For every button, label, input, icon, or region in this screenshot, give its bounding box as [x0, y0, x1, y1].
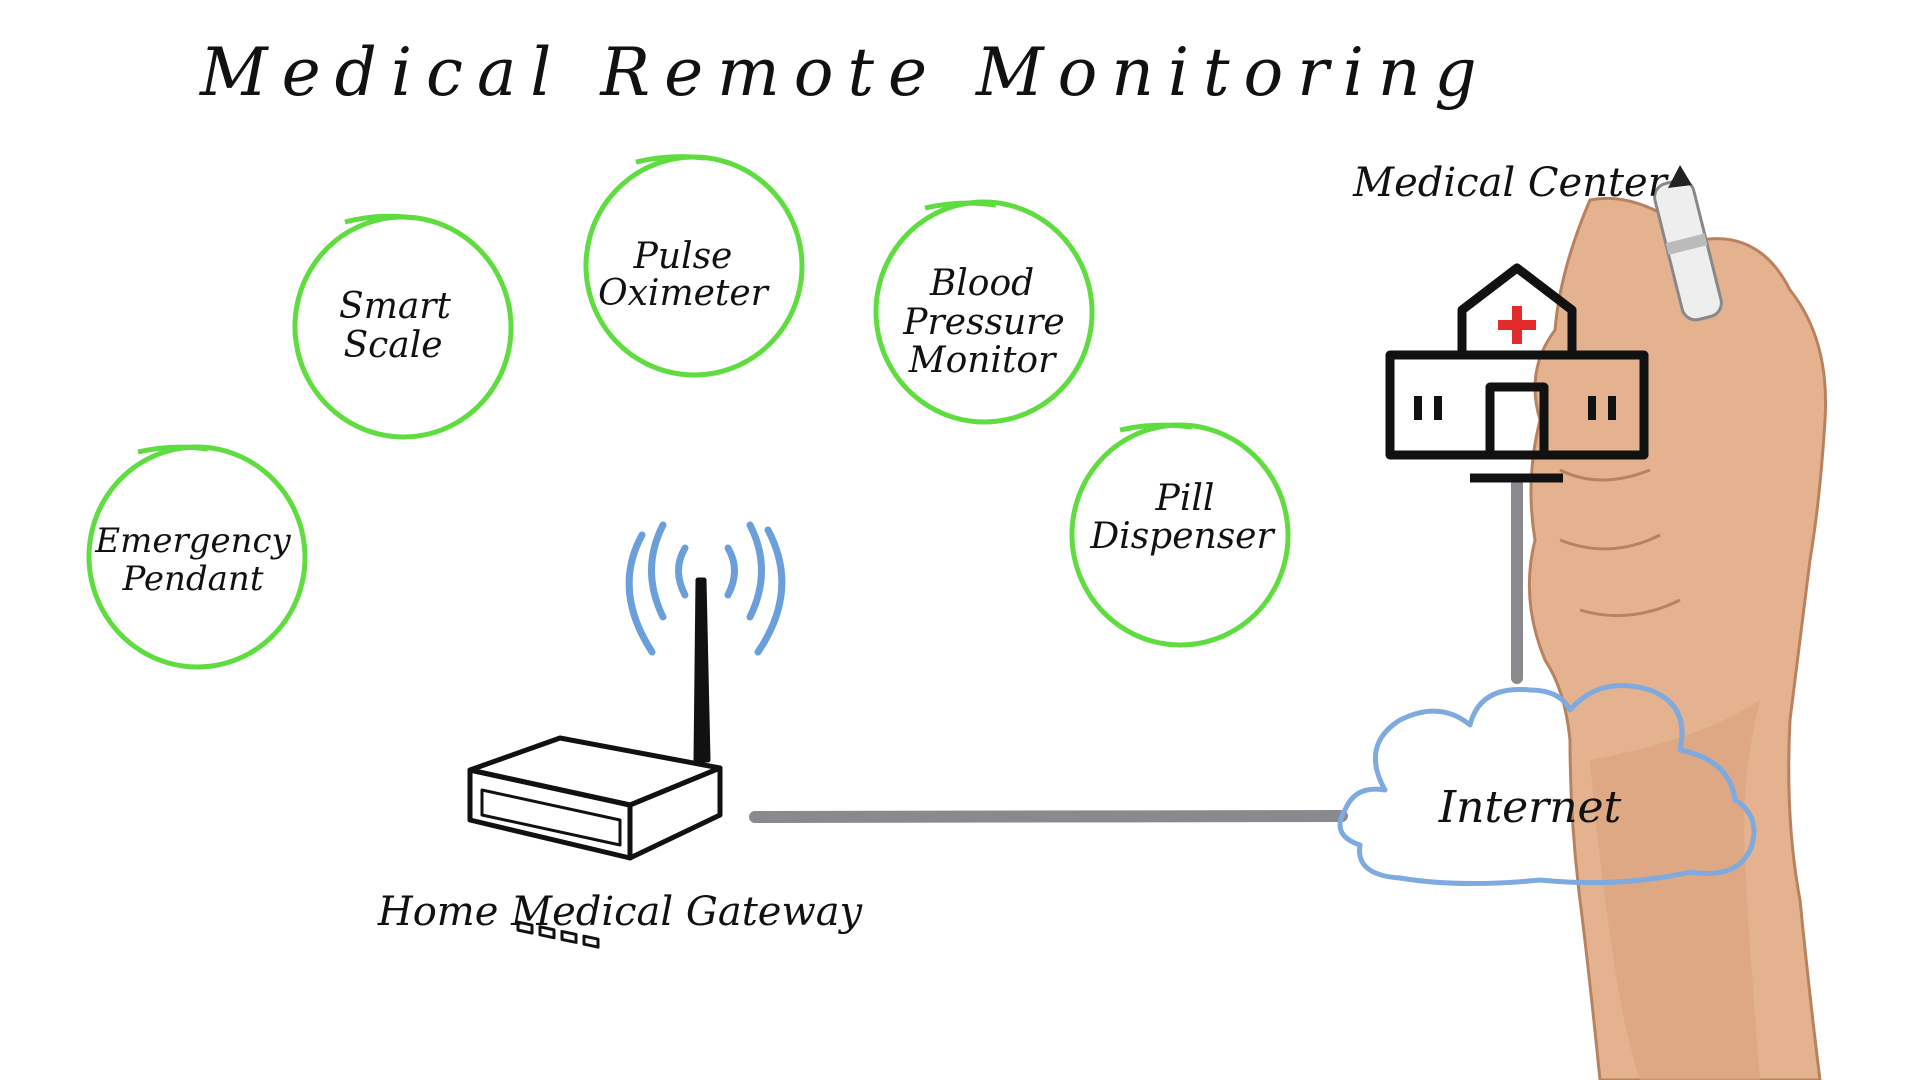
wifi-wave-left-mid: [648, 521, 667, 621]
router-port: [582, 934, 600, 949]
hospital-icon: [1385, 263, 1649, 483]
router-port: [560, 929, 578, 944]
wifi-wave-right-inner: [724, 544, 738, 599]
hand-shading: [1590, 700, 1760, 1080]
medical-center-label: Medical Center: [1352, 160, 1670, 206]
circle-stroke-overlap: [635, 154, 706, 165]
cloud-outline: [1337, 683, 1757, 887]
wifi-waves-icon: [625, 521, 786, 656]
hand-knuckle-line: [1559, 468, 1651, 482]
gateway-label: Home Medical Gateway: [377, 889, 864, 935]
marker-band: [1665, 233, 1708, 255]
marker-tip: [1668, 165, 1692, 188]
router-front-panel: [480, 788, 622, 847]
device-pulse-oximeter: Pulse Oximeter: [583, 154, 805, 378]
device-label-line: Scale: [343, 325, 442, 366]
circle-stroke-overlap: [1119, 422, 1193, 433]
device-label-line: Pendant: [122, 559, 264, 599]
internet-label: Internet: [1438, 782, 1622, 833]
wifi-wave-left-outer: [625, 531, 656, 656]
wifi-wave-left-inner: [675, 544, 689, 599]
device-label-line: Oximeter: [598, 273, 770, 314]
hospital-windows: [1414, 396, 1616, 420]
cloud-icon: Internet: [1337, 683, 1757, 887]
hand-knuckle-line: [1579, 598, 1681, 618]
device-emergency-pendant: Emergency Pendant: [86, 444, 308, 670]
router-port: [516, 920, 534, 935]
connector-gateway-internet: [749, 810, 1348, 823]
router-side-face: [627, 765, 723, 861]
hospital-central-block: [1457, 263, 1577, 355]
circle-stroke-overlap: [137, 444, 209, 455]
device-label-line: Pressure: [902, 302, 1064, 343]
device-label-line: Dispenser: [1089, 516, 1275, 557]
circle-stroke-overlap: [344, 213, 416, 225]
wifi-wave-right-mid: [746, 521, 765, 621]
device-label-line: Pill: [1155, 478, 1215, 519]
marker-pen: [1653, 165, 1723, 322]
medical-cross-icon: [1498, 306, 1536, 344]
device-blood-pressure-monitor: Blood Pressure Monitor: [873, 199, 1095, 425]
hand-with-marker: [1527, 165, 1828, 1080]
device-label-line: Pulse: [633, 236, 733, 277]
diagram-title: Medical Remote Monitoring: [199, 34, 1491, 111]
device-label-line: Smart: [339, 286, 451, 327]
router-led-row: [516, 920, 600, 949]
circle-stroke-overlap: [924, 200, 997, 211]
device-label-line: Emergency: [94, 521, 291, 561]
wifi-wave-right-outer: [754, 526, 786, 656]
device-pill-dispenser: Pill Dispenser: [1069, 422, 1291, 648]
hospital-door: [1485, 382, 1549, 460]
router-port: [538, 925, 556, 940]
hand-knuckle-line: [1559, 533, 1661, 551]
device-smart-scale: Smart Scale: [292, 213, 514, 440]
router-icon: [467, 577, 723, 949]
device-label-line: Monitor: [908, 340, 1057, 381]
router-front-face: [467, 767, 633, 861]
router-antenna: [693, 577, 711, 763]
device-label-line: Blood: [929, 263, 1034, 304]
